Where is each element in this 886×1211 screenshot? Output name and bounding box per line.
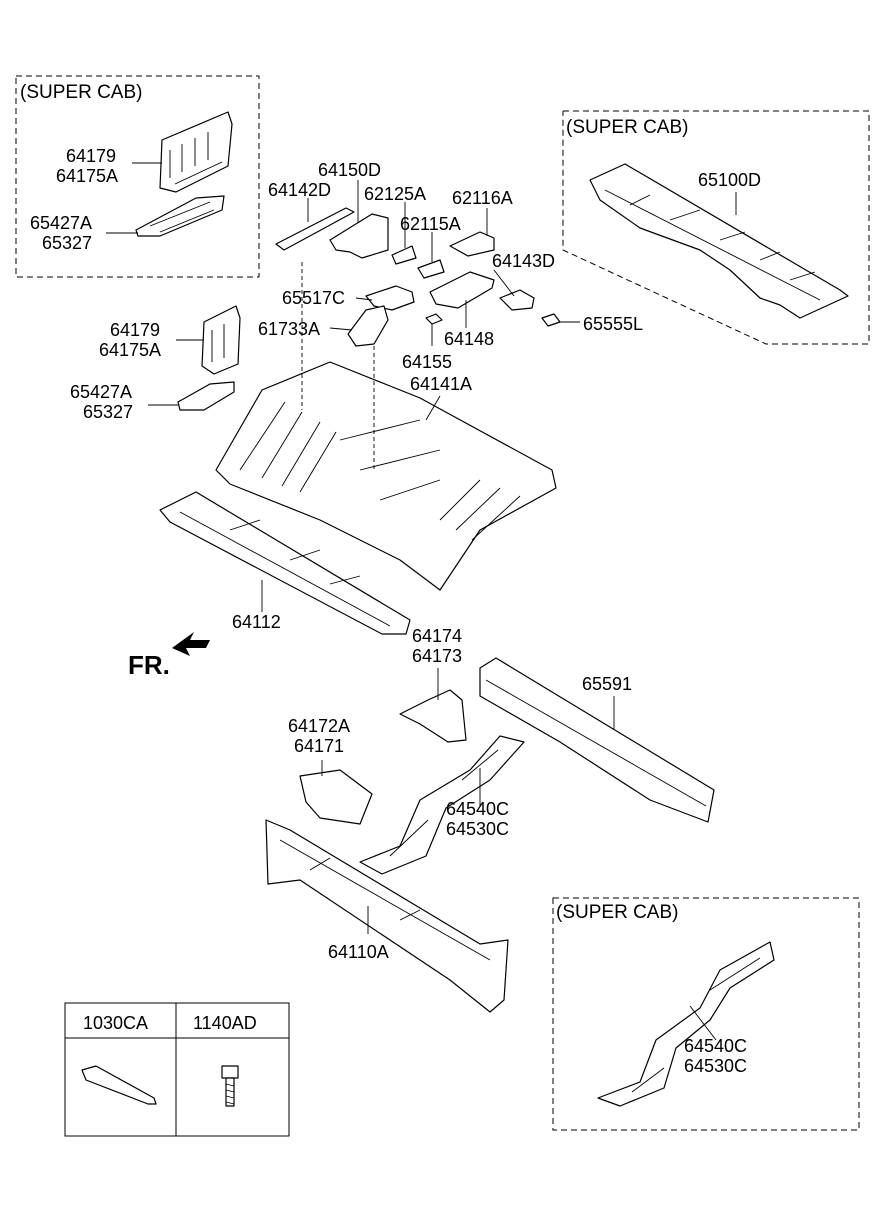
super-cab-box-right: [562, 110, 870, 345]
part-65555L: [541, 313, 561, 327]
super-cab-box-bottom: [552, 897, 860, 1131]
fastener-table: [64, 1002, 290, 1137]
label-62115A: 62115A: [400, 214, 461, 234]
label-64141A: 64141A: [410, 374, 472, 394]
label-65427A-mid: 65427A: [70, 382, 132, 402]
part-62116A: [449, 231, 495, 257]
part-62125A: [391, 245, 417, 265]
part-65427A-boxed: [135, 195, 225, 237]
label-64173: 64173: [412, 646, 462, 666]
label-64110A: 64110A: [328, 942, 389, 962]
label-64175A-mid: 64175A: [99, 340, 161, 360]
label-64155: 64155: [402, 352, 452, 372]
part-61733A: [347, 305, 389, 347]
label-64112: 64112: [232, 612, 281, 632]
part-64174: [399, 689, 467, 743]
part-62115A: [417, 259, 445, 279]
label-64148: 64148: [444, 329, 494, 349]
part-64141A: [215, 361, 557, 591]
label-64530C-super-cab: 64530C: [684, 1056, 747, 1076]
part-64540C: [359, 735, 525, 875]
label-65100D: 65100D: [698, 170, 761, 190]
label-64172A: 64172A: [288, 716, 350, 736]
part-64150D: [329, 213, 389, 259]
label-65555L: 65555L: [583, 314, 643, 334]
super-cab-label-bottom: (SUPER CAB): [556, 902, 678, 923]
label-64179-mid: 64179: [110, 320, 160, 340]
part-64112: [159, 491, 411, 635]
super-cab-label-right: (SUPER CAB): [566, 117, 688, 138]
part-64148: [429, 271, 495, 309]
super-cab-box-left: [15, 75, 260, 278]
front-marker: FR.: [128, 650, 170, 680]
part-64110A: [265, 819, 509, 1013]
fastener-header-1030CA: 1030CA: [83, 1013, 148, 1033]
part-65100D: [589, 163, 849, 319]
label-64530C: 64530C: [446, 819, 509, 839]
clip-1030CA-icon: [81, 1065, 157, 1105]
part-65591: [479, 657, 715, 823]
label-61733A: 61733A: [258, 319, 320, 339]
label-64174: 64174: [412, 626, 462, 646]
part-64143D: [499, 289, 535, 311]
bolt-1140AD-icon: [221, 1065, 239, 1107]
label-64142D: 64142D: [268, 180, 331, 200]
part-64142D: [275, 207, 355, 251]
label-65327-boxed: 65327: [42, 233, 92, 253]
label-65427A-boxed: 65427A: [30, 213, 92, 233]
label-65591: 65591: [582, 674, 632, 694]
label-64175A-boxed: 64175A: [56, 166, 118, 186]
part-64540C-super-cab: [597, 941, 775, 1107]
label-64179-boxed: 64179: [66, 146, 116, 166]
label-62125A: 62125A: [364, 184, 426, 204]
front-arrow-icon: [172, 632, 210, 656]
super-cab-label-left: (SUPER CAB): [20, 82, 142, 103]
label-64150D: 64150D: [318, 160, 381, 180]
part-64179-boxed: [159, 111, 233, 193]
label-62116A: 62116A: [452, 188, 513, 208]
label-64143D: 64143D: [492, 251, 555, 271]
label-65327-mid: 65327: [83, 402, 133, 422]
part-64155: [425, 313, 443, 325]
label-64540C-super-cab: 64540C: [684, 1036, 747, 1056]
label-64540C: 64540C: [446, 799, 509, 819]
fastener-header-1140AD: 1140AD: [193, 1013, 257, 1033]
part-65517C: [365, 285, 415, 311]
label-64171: 64171: [294, 736, 344, 756]
part-65427A-mid: [177, 381, 235, 411]
part-64172A: [299, 769, 373, 825]
label-65517C: 65517C: [282, 288, 345, 308]
part-64179-mid: [201, 305, 241, 375]
